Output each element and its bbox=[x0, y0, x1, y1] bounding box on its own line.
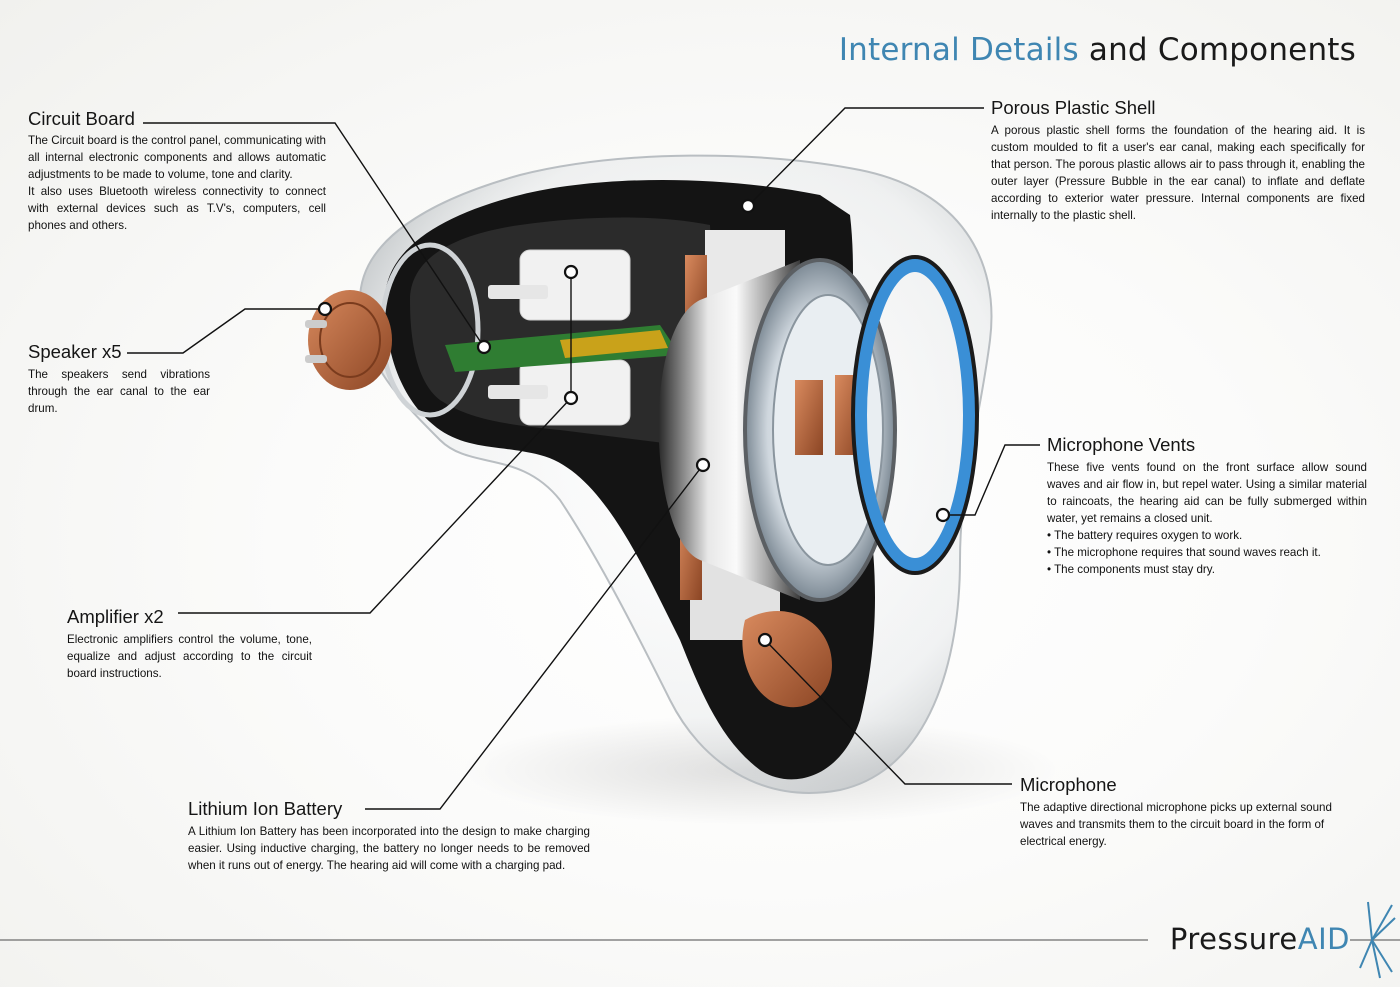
label-circuit-board-text2: It also uses Bluetooth wireless connecti… bbox=[28, 185, 326, 232]
label-microphone: Microphone The adaptive directional micr… bbox=[1020, 774, 1340, 850]
marker-battery bbox=[695, 457, 711, 473]
label-vents-bullet: • The components must stay dry. bbox=[1047, 563, 1215, 576]
speaker-pin bbox=[305, 320, 327, 328]
label-shell: Porous Plastic Shell A porous plastic sh… bbox=[991, 97, 1365, 224]
label-vents-text: These five vents found on the front surf… bbox=[1047, 461, 1367, 525]
label-vents-bullet: • The microphone requires that sound wav… bbox=[1047, 546, 1321, 559]
label-shell-title: Porous Plastic Shell bbox=[991, 97, 1156, 118]
callout-line-amplifier bbox=[178, 397, 572, 614]
speaker-disc-face bbox=[319, 302, 381, 378]
label-microphone-title: Microphone bbox=[1020, 774, 1117, 795]
brand-name-part2: AID bbox=[1297, 922, 1350, 956]
title-accent: Internal Details bbox=[838, 32, 1079, 68]
page-title: Internal Details and Components bbox=[839, 32, 1356, 68]
marker-microphone bbox=[757, 632, 773, 648]
callout-line-vents bbox=[943, 444, 1040, 516]
callout-line-speaker bbox=[127, 308, 325, 354]
label-circuit-board-title: Circuit Board bbox=[28, 108, 135, 129]
label-battery: Lithium Ion Battery A Lithium Ion Batter… bbox=[188, 798, 590, 874]
cavity bbox=[410, 217, 720, 450]
label-circuit-board-text: The Circuit board is the control panel, … bbox=[28, 134, 326, 181]
label-vents: Microphone Vents These five vents found … bbox=[1047, 434, 1367, 578]
circuit-board-chip bbox=[560, 330, 668, 358]
speaker-pin bbox=[305, 355, 327, 363]
brand-mark-icon bbox=[1359, 901, 1396, 979]
callout-line-shell bbox=[747, 107, 984, 207]
label-battery-text: A Lithium Ion Battery has been incorpora… bbox=[188, 825, 590, 872]
title-rest: and Components bbox=[1088, 32, 1356, 68]
amplifier-tab bbox=[488, 385, 548, 399]
marker-amplifier-bottom bbox=[563, 390, 579, 406]
brand-name-part1: Pressure bbox=[1169, 922, 1298, 956]
label-microphone-text: The adaptive directional microphone pick… bbox=[1020, 801, 1332, 848]
label-vents-bullet: • The battery requires oxygen to work. bbox=[1047, 529, 1243, 542]
label-speaker: Speaker x5 The speakers send vibrations … bbox=[28, 341, 210, 417]
amplifier-tab bbox=[488, 285, 548, 299]
vent-ring bbox=[851, 255, 979, 575]
callout-line-circuit-board bbox=[143, 122, 485, 348]
label-amplifier-title: Amplifier x2 bbox=[67, 606, 164, 627]
label-amplifier: Amplifier x2 Electronic amplifiers contr… bbox=[67, 606, 312, 682]
marker-shell bbox=[740, 198, 756, 214]
label-speaker-title: Speaker x5 bbox=[28, 341, 122, 362]
label-battery-title: Lithium Ion Battery bbox=[188, 798, 343, 819]
marker-circuit-board bbox=[476, 339, 492, 355]
label-vents-title: Microphone Vents bbox=[1047, 434, 1196, 455]
label-circuit-board: Circuit Board The Circuit board is the c… bbox=[28, 108, 326, 234]
brand-logo: PressureAID bbox=[1170, 922, 1350, 956]
label-speaker-text: The speakers send vibrations through the… bbox=[28, 368, 210, 415]
marker-speaker bbox=[317, 301, 333, 317]
membrane-blue bbox=[853, 258, 977, 572]
callout-line-microphone bbox=[764, 639, 1012, 785]
label-amplifier-text: Electronic amplifiers control the volume… bbox=[67, 633, 312, 680]
callout-line-battery bbox=[365, 464, 704, 810]
marker-vents bbox=[935, 507, 951, 523]
marker-amplifier-top bbox=[563, 264, 579, 280]
battery-contact bbox=[795, 380, 823, 455]
label-shell-text: A porous plastic shell forms the foundat… bbox=[991, 124, 1365, 222]
